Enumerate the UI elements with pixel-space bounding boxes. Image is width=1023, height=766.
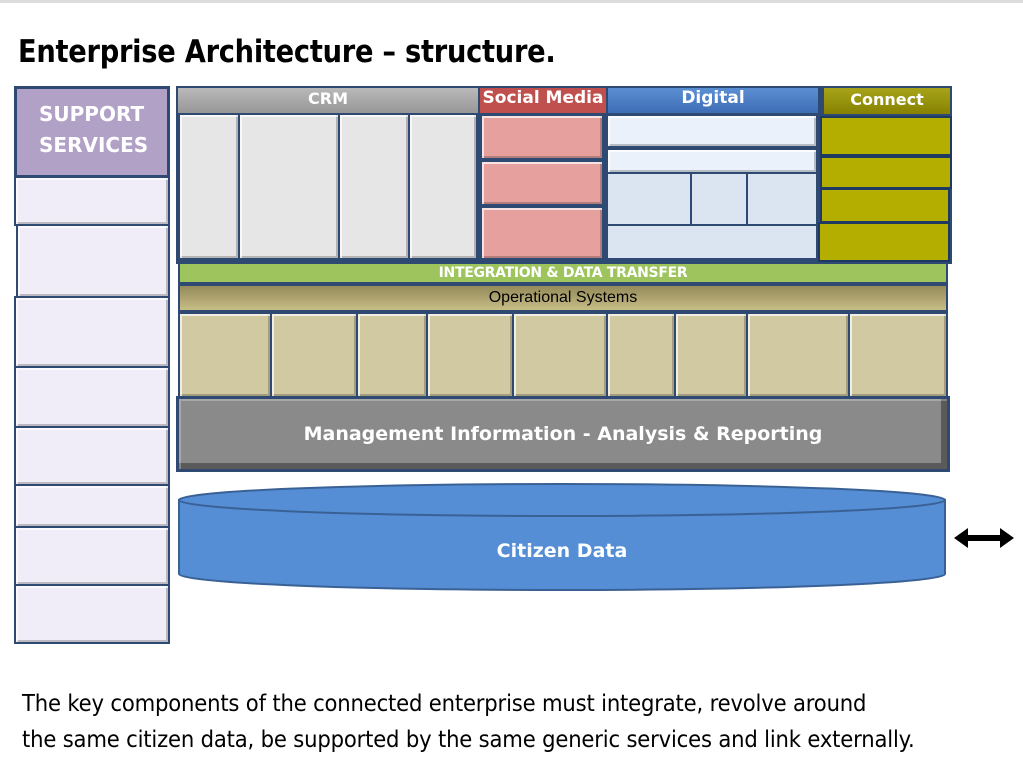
support-service-box bbox=[14, 584, 170, 644]
caption-line-2: the same citizen data, be supported by t… bbox=[22, 727, 915, 753]
connect-box bbox=[820, 188, 950, 223]
operational-system-box bbox=[512, 312, 608, 398]
support-service-box bbox=[14, 526, 170, 586]
support-service-box bbox=[14, 366, 170, 428]
connect-box bbox=[820, 156, 952, 189]
operational-systems-bar: Operational Systems bbox=[178, 284, 948, 312]
digital-box bbox=[606, 114, 818, 148]
digital-box bbox=[746, 172, 818, 226]
digital-box bbox=[606, 224, 818, 260]
operational-system-box bbox=[746, 312, 850, 398]
operational-system-box bbox=[674, 312, 748, 398]
support-service-box bbox=[14, 484, 170, 528]
crm-box bbox=[238, 113, 340, 260]
digital-box bbox=[606, 148, 818, 174]
caption-line-1: The key components of the connected ente… bbox=[22, 691, 867, 717]
support-services-header: SUPPORT SERVICES bbox=[14, 86, 170, 178]
management-information-bar: Management Information - Analysis & Repo… bbox=[176, 396, 950, 472]
digital-box bbox=[690, 172, 748, 226]
window-top-edge bbox=[0, 0, 1023, 3]
support-services-label-line1: SUPPORT bbox=[39, 102, 145, 126]
caption: The key components of the connected ente… bbox=[22, 686, 942, 758]
operational-system-box bbox=[848, 312, 948, 398]
cylinder-body bbox=[178, 499, 946, 591]
social-media-box bbox=[480, 206, 604, 260]
citizen-data-label: Citizen Data bbox=[496, 540, 628, 562]
connect-box bbox=[820, 116, 952, 156]
citizen-data-cylinder bbox=[178, 483, 946, 591]
social-media-box bbox=[480, 114, 604, 160]
social-media-header: Social Media bbox=[480, 88, 606, 113]
cylinder-top bbox=[178, 483, 946, 517]
crm-box bbox=[178, 113, 240, 260]
support-service-box bbox=[16, 224, 170, 298]
support-services-label-line2: SERVICES bbox=[39, 133, 149, 157]
integration-bar: INTEGRATION & DATA TRANSFER bbox=[178, 262, 948, 284]
social-media-box bbox=[480, 160, 604, 206]
digital-header: Digital bbox=[608, 88, 818, 113]
connect-header: Connect bbox=[822, 86, 952, 116]
operational-system-box bbox=[178, 312, 272, 398]
operational-system-box bbox=[270, 312, 358, 398]
support-service-box bbox=[14, 296, 170, 368]
operational-system-box bbox=[426, 312, 514, 398]
crm-box bbox=[408, 113, 478, 260]
digital-box bbox=[606, 172, 692, 226]
crm-box bbox=[338, 113, 410, 260]
left-right-arrow-icon bbox=[954, 528, 1014, 548]
crm-header: CRM bbox=[178, 88, 478, 113]
operational-system-box bbox=[606, 312, 676, 398]
connect-box bbox=[818, 222, 950, 262]
support-service-box bbox=[14, 176, 170, 226]
operational-system-box bbox=[356, 312, 428, 398]
support-service-box bbox=[14, 426, 170, 486]
page-title: Enterprise Architecture – structure. bbox=[18, 34, 556, 70]
